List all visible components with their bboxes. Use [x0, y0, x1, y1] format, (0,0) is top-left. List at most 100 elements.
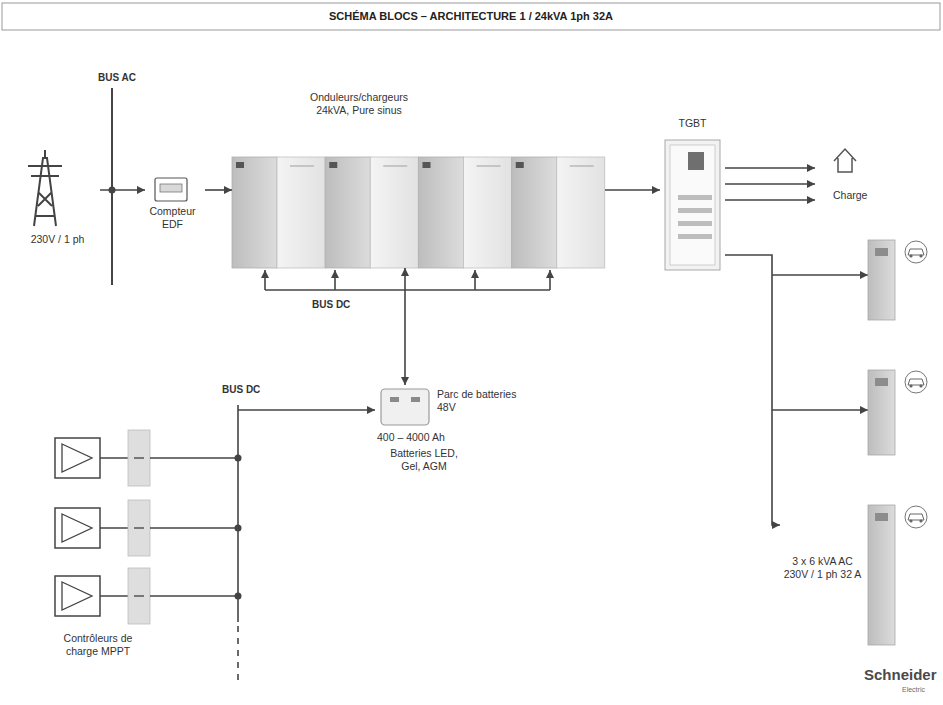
- switchboard-node: TGBT: [660, 115, 725, 272]
- inverter-panel: [232, 157, 277, 268]
- inverter-panel: [464, 157, 512, 268]
- dc-bus-inverters: [474, 270, 476, 290]
- bus-label: BUS DC: [222, 384, 260, 396]
- pylon-node: 230V / 1 ph: [15, 145, 100, 260]
- car-wheel: [909, 384, 912, 387]
- inverter-panel: [557, 157, 605, 268]
- charger-branches: [772, 275, 868, 410]
- inverter-mark: [570, 165, 594, 167]
- ev-chargers: [868, 240, 927, 645]
- dc-bus-inverters: [334, 270, 336, 290]
- battery-icon: [381, 389, 429, 425]
- node-text: Contrôleurs de charge MPPT: [54, 632, 142, 658]
- pv-wire: [100, 457, 128, 459]
- connector: [725, 183, 815, 185]
- switchboard-cabinet: [678, 208, 712, 213]
- node-text: 230V / 1 ph: [15, 233, 100, 246]
- charger-screen: [875, 248, 888, 256]
- ev-charger: [868, 505, 927, 645]
- pylon-icon: [28, 150, 62, 226]
- pv-string: [55, 568, 242, 624]
- pv-strings: [55, 430, 242, 624]
- car-wheel: [919, 519, 922, 522]
- meter-icon: [155, 178, 187, 201]
- pv-string: [55, 500, 242, 556]
- car-shape: [908, 379, 924, 385]
- node-text: Batteries LED, Gel, AGM: [381, 447, 467, 473]
- bus-junction: [235, 593, 242, 600]
- charger-body: [868, 505, 895, 645]
- inverter-unit: [512, 157, 605, 268]
- charger-screen: [875, 378, 888, 386]
- inverter-panel: [370, 157, 418, 268]
- pv-panel: [55, 438, 100, 478]
- car-wheel: [909, 254, 912, 257]
- connector: [404, 268, 406, 385]
- inverter-unit: [232, 157, 325, 268]
- pv-wire: [100, 595, 128, 597]
- bus-junction: [235, 525, 242, 532]
- node-text: Charge: [833, 189, 893, 202]
- connector: [725, 167, 815, 169]
- switchboard-cabinet: [678, 234, 712, 239]
- inverter-unit: [419, 157, 512, 268]
- car-icon: [905, 371, 927, 393]
- mppt-node: Contrôleurs de charge MPPT: [40, 400, 238, 665]
- title-band: [2, 3, 940, 30]
- car-wheel: [919, 254, 922, 257]
- dc-wire: [150, 595, 238, 597]
- node-text: Compteur EDF: [142, 205, 203, 231]
- mppt-controller: [128, 430, 150, 486]
- charger-branches: [772, 274, 868, 276]
- controller-mark: [134, 527, 144, 529]
- dc-wire: [150, 457, 238, 459]
- switchboard-cabinet: [678, 221, 712, 226]
- inverter-mark: [290, 165, 314, 167]
- dc-bus-inverters: [549, 270, 551, 290]
- mppt-controller: [128, 568, 150, 624]
- connector: [205, 189, 232, 191]
- charger-screen: [875, 513, 888, 521]
- brand-logo-sub: Electric: [902, 685, 925, 694]
- dc-bus-inverters: [265, 270, 550, 290]
- battery-icon: [390, 397, 399, 402]
- node-text: 3 x 6 kVA AC 230V / 1 ph 32 A: [780, 555, 865, 581]
- meter-icon: [160, 184, 182, 192]
- inverter-mark: [383, 165, 407, 167]
- car-wheel: [909, 519, 912, 522]
- inverter-display: [423, 162, 431, 168]
- car-icon: [905, 506, 927, 528]
- car-shape: [908, 249, 924, 255]
- pv-symbol: [62, 514, 92, 542]
- charger-body: [868, 240, 895, 320]
- dc-bus-inverters: [264, 270, 266, 290]
- car-wheel: [919, 384, 922, 387]
- mppt-controller: [128, 500, 150, 556]
- pv-string: [55, 430, 242, 486]
- switchboard-cabinet: [688, 152, 704, 170]
- car-shape: [908, 514, 924, 520]
- pv-panel: [55, 508, 100, 548]
- node-text: TGBT: [660, 117, 725, 130]
- dc-bus-inverters: [265, 289, 550, 291]
- connector: [725, 199, 815, 201]
- node-text: Parc de batteries 48V: [437, 388, 521, 414]
- inverter-display: [329, 162, 337, 168]
- switchboard-cabinet: [665, 140, 720, 270]
- dc-bus-left: [237, 405, 239, 622]
- brand-logo: Schneider: [864, 666, 937, 683]
- switchboard-cabinet: [670, 145, 715, 265]
- switchboard-cabinet: [678, 195, 712, 200]
- bus-label: BUS DC: [312, 299, 350, 311]
- charger-branches: [772, 409, 868, 411]
- inverter-panel: [512, 157, 557, 268]
- inverter-units: [232, 157, 605, 268]
- ev-charger-node: 3 x 6 kVA AC 230V / 1 ph 32 A: [780, 500, 900, 650]
- load-node: Charge: [815, 145, 900, 210]
- pylon-icon: [28, 150, 62, 226]
- connector: [100, 189, 145, 191]
- inverter-mark: [477, 165, 501, 167]
- diagram-title: SCHÉMA BLOCS – ARCHITECTURE 1 / 24kVA 1p…: [2, 3, 940, 30]
